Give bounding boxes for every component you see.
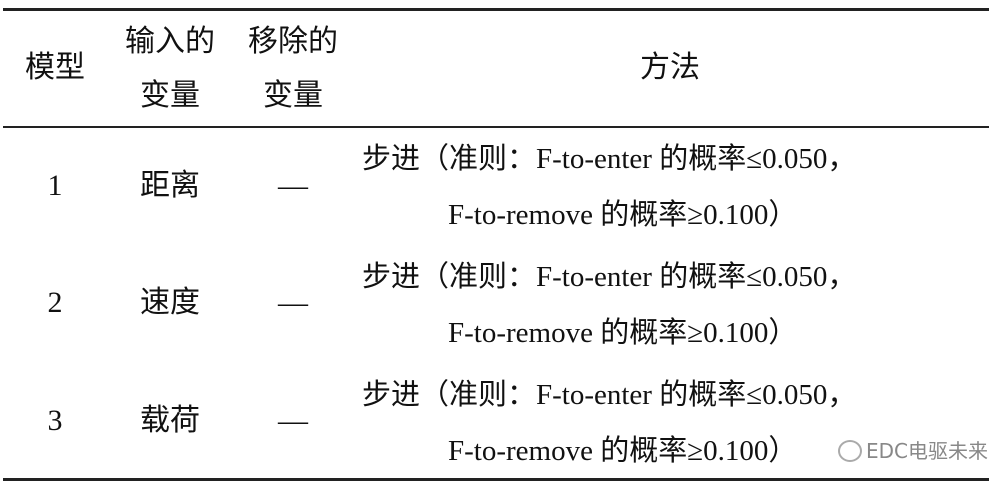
- cell-input: 速度: [140, 286, 200, 319]
- header-rule: [3, 126, 989, 128]
- cell-method-2: F-to-remove 的概率≥0.100）: [448, 435, 798, 467]
- cell-model: 2: [47, 286, 63, 319]
- cell-method-1: 步进（准则：F-to-enter 的概率≤0.050，: [362, 379, 857, 411]
- top-rule: [3, 8, 989, 11]
- cell-removed: —: [278, 169, 308, 202]
- wechat-icon: [838, 440, 862, 462]
- header-model: 模型: [25, 51, 85, 84]
- cell-input: 载荷: [140, 404, 200, 437]
- cell-method-1: 步进（准则：F-to-enter 的概率≤0.050，: [362, 261, 857, 293]
- header-input-2: 变量: [140, 79, 200, 112]
- cell-model: 1: [47, 169, 63, 202]
- cell-method-1: 步进（准则：F-to-enter 的概率≤0.050，: [362, 143, 857, 175]
- header-removed-1: 移除的: [248, 25, 338, 58]
- header-method: 方法: [640, 51, 700, 84]
- header-input-1: 输入的: [125, 25, 215, 58]
- cell-removed: —: [278, 286, 308, 319]
- cell-method-2: F-to-remove 的概率≥0.100）: [448, 199, 798, 231]
- watermark: EDC电驱未来: [866, 439, 989, 463]
- cell-model: 3: [47, 404, 63, 437]
- header-removed-2: 变量: [263, 79, 323, 112]
- cell-removed: —: [278, 404, 308, 437]
- bottom-rule: [3, 478, 989, 481]
- cell-method-2: F-to-remove 的概率≥0.100）: [448, 317, 798, 349]
- cell-input: 距离: [140, 169, 200, 202]
